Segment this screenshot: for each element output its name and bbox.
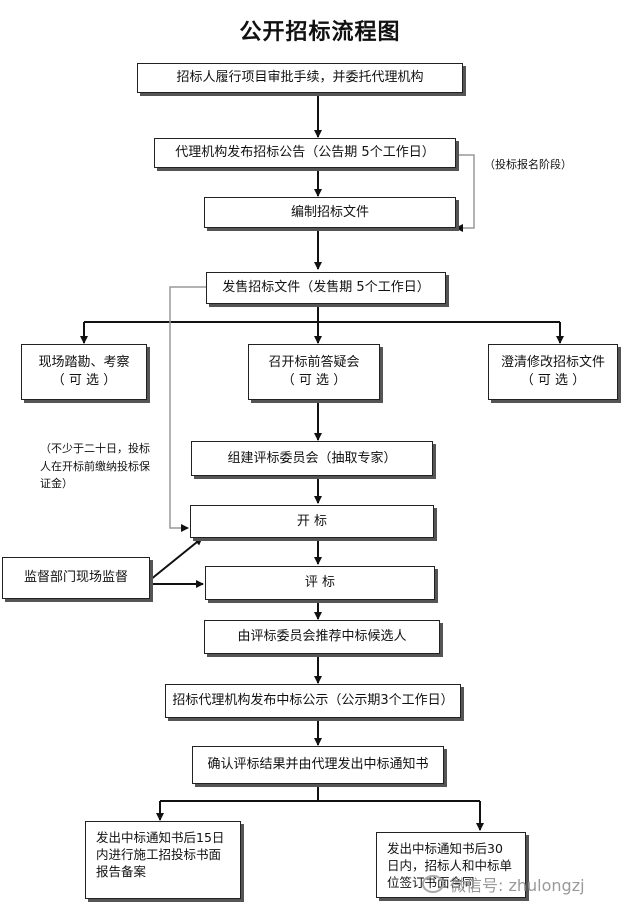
option-clarify-documents-optional: （ 可 选 ） (520, 373, 586, 388)
final-sign-contract: 发出中标通知书后30日内，招标人和中标单位签订书面合同 (376, 832, 526, 898)
step-form-committee: 组建评标委员会（抽取专家） (191, 441, 433, 476)
phase-note: （投标报名阶段） (484, 158, 572, 171)
step-project-approval: 招标人履行项目审批手续，并委托代理机构 (137, 63, 463, 93)
option-clarify-documents: 澄清修改招标文件 （ 可 选 ） (488, 344, 618, 400)
step-prepare-documents: 编制招标文件 (204, 197, 456, 228)
step-tender-announcement: 代理机构发布招标公告（公告期 5个工作日） (154, 138, 456, 168)
step-bid-evaluation: 评 标 (205, 566, 435, 600)
phase-bracket (455, 154, 475, 232)
option-site-visit: 现场踏勘、考察 （ 可 选 ） (21, 344, 147, 400)
step-award-publicity: 招标代理机构发布中标公示（公示期3个工作日） (165, 684, 461, 718)
page-title: 公开招标流程图 (239, 20, 401, 45)
option-site-visit-optional: （ 可 选 ） (51, 373, 117, 388)
step-recommend-candidate: 由评标委员会推荐中标候选人 (204, 620, 440, 654)
option-pre-bid-meeting: 召开标前答疑会 （ 可 选 ） (248, 344, 380, 400)
option-site-visit-label: 现场踏勘、考察 (38, 355, 130, 371)
step-award-notice: 确认评标结果并由代理发出中标通知书 (192, 746, 444, 784)
final-filing-report: 发出中标通知书后15日内进行施工招投标书面报告备案 (85, 821, 241, 899)
arrow-supervision-open (149, 537, 203, 581)
supervision-box: 监督部门现场监督 (2, 557, 150, 599)
option-pre-bid-meeting-label: 召开标前答疑会 (268, 355, 360, 371)
step-bid-opening: 开 标 (190, 505, 434, 538)
option-clarify-documents-label: 澄清修改招标文件 (500, 355, 605, 371)
watermark: 微信号: zhulongzj (422, 872, 585, 896)
watermark-text: 微信号: zhulongzj (450, 876, 585, 895)
deposit-loop (169, 286, 206, 532)
deposit-note: （不少于二十日，投标人在开标前缴纳投标保证金） (40, 442, 150, 491)
step-sell-documents: 发售招标文件（发售期 5个工作日） (206, 272, 446, 304)
option-pre-bid-meeting-optional: （ 可 选 ） (281, 373, 347, 388)
wechat-icon (422, 875, 444, 893)
